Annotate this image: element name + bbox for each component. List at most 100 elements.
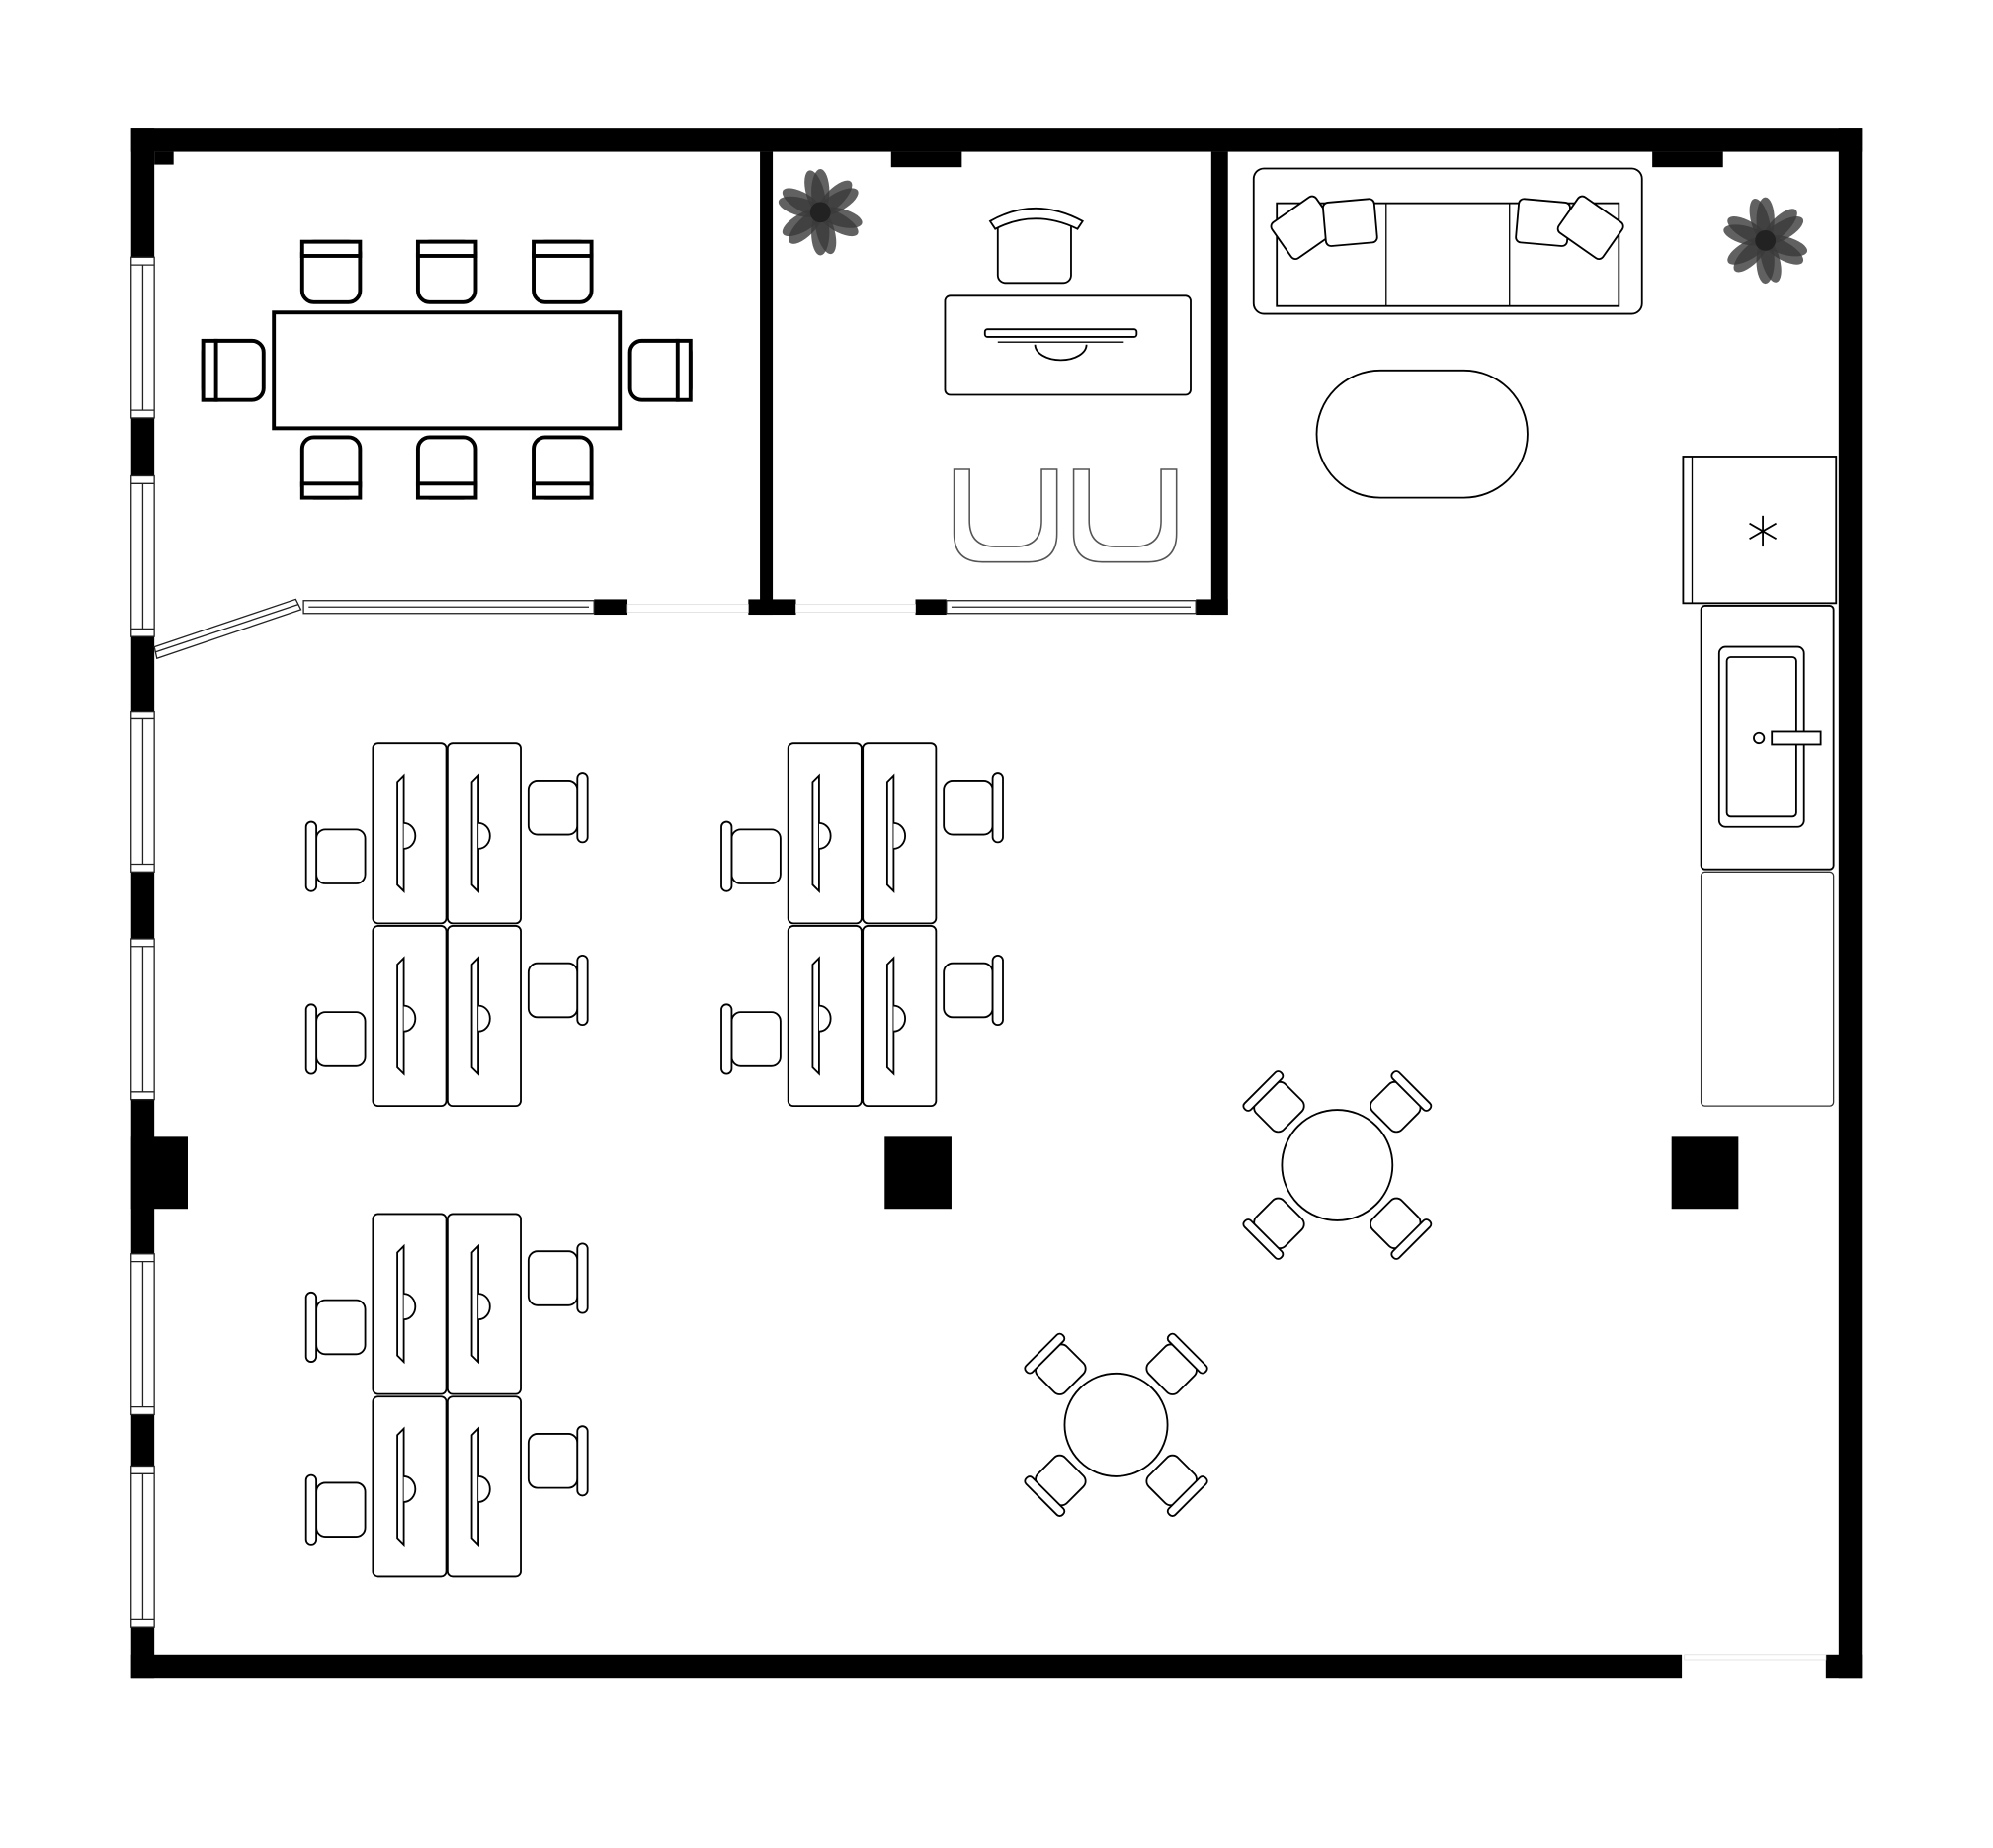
chair-icon — [304, 1003, 367, 1075]
workstation-desk — [372, 1395, 448, 1578]
chair-backrest — [720, 1003, 733, 1075]
chair-backrest — [532, 481, 594, 500]
door-opening — [795, 604, 916, 613]
chair-icon — [304, 1473, 367, 1546]
partition-wall — [1210, 151, 1228, 616]
chair-seat — [315, 828, 367, 884]
chair-backrest — [1166, 1332, 1208, 1375]
wall-stub — [594, 599, 628, 616]
counter — [1700, 871, 1835, 1107]
chair-backrest — [304, 1473, 318, 1546]
wall-notch — [890, 151, 962, 168]
chair-backrest — [1242, 1070, 1285, 1112]
monitor-icon — [470, 956, 479, 1076]
workstation-desk — [372, 1213, 448, 1395]
chair-backrest — [576, 1425, 589, 1497]
chair-backrest — [576, 954, 589, 1027]
chair-seat — [730, 828, 782, 884]
chair-icon — [1024, 1454, 1087, 1518]
lounge-kitchen — [1252, 167, 1838, 1107]
conference-room — [201, 239, 693, 500]
pillow — [1322, 198, 1378, 247]
chair-seat — [527, 779, 579, 836]
chair-icon — [415, 435, 478, 500]
round-table-set — [1242, 1070, 1433, 1260]
office-chair-seat — [996, 217, 1072, 285]
monitor-stand — [403, 1293, 417, 1321]
chair-backrest — [1242, 1218, 1285, 1260]
monitor-stand — [478, 821, 491, 850]
chair-icon — [201, 338, 266, 402]
monitor-stand — [403, 1474, 417, 1503]
chair-backrest — [991, 954, 1004, 1027]
conference-table — [272, 310, 623, 431]
workstation-desk — [372, 742, 448, 925]
plant-center — [1755, 229, 1777, 251]
plant-icon — [1723, 197, 1808, 285]
chair-backrest — [299, 239, 363, 258]
monitor-icon — [396, 1243, 405, 1365]
chair-icon — [627, 338, 693, 402]
wall-stub — [1196, 599, 1228, 616]
desk-cluster — [304, 742, 589, 1108]
chair-seat — [527, 962, 579, 1019]
chair-backrest — [532, 239, 594, 258]
desk-cluster — [720, 742, 1004, 1108]
monitor-icon — [885, 773, 895, 894]
column — [884, 1136, 952, 1210]
chair-backrest — [201, 338, 218, 402]
chair-backrest — [304, 1291, 318, 1364]
glass-pane — [155, 604, 299, 653]
monitor-icon — [396, 1426, 405, 1548]
private-office — [778, 169, 1192, 563]
monitor-stand — [893, 821, 907, 850]
wall-top — [130, 128, 1863, 152]
monitor-stand — [478, 1004, 491, 1033]
monitor-icon — [470, 1243, 479, 1365]
monitor-stand — [818, 821, 832, 850]
monitor-stand — [403, 821, 417, 850]
chair-backrest — [675, 338, 693, 402]
column — [130, 1136, 188, 1210]
chair-icon — [527, 772, 589, 844]
wall-corner — [154, 151, 174, 165]
chair-backrest — [576, 1242, 589, 1314]
monitor-icon — [983, 328, 1138, 338]
monitor-icon — [396, 956, 405, 1076]
sofa — [1252, 167, 1643, 315]
office-chair-back — [988, 208, 1084, 230]
chair-icon — [532, 435, 594, 500]
desk-cluster — [304, 1213, 589, 1578]
chair-seat — [943, 962, 994, 1019]
pillow — [1556, 195, 1624, 261]
chair-seat — [527, 1433, 579, 1489]
chair-backrest — [415, 481, 478, 500]
chair-backrest — [1166, 1475, 1208, 1518]
chair-icon — [720, 1003, 782, 1075]
glass-partition-diagonal — [153, 598, 302, 660]
chair-icon — [1242, 1197, 1305, 1260]
chair-icon — [532, 239, 594, 304]
chair-icon — [415, 239, 478, 304]
workstation-desk — [446, 925, 522, 1108]
monitor-icon — [396, 773, 405, 894]
workstation-desk — [446, 1213, 522, 1395]
chair-seat — [315, 1299, 367, 1356]
monitor-icon — [885, 956, 895, 1076]
chair-backrest — [991, 772, 1004, 844]
chair-backrest — [1390, 1070, 1433, 1112]
chair-icon — [1024, 1332, 1087, 1395]
chair-backrest — [720, 820, 733, 892]
wall-right — [1838, 128, 1863, 1679]
chair-backrest — [304, 1003, 318, 1075]
open-workspace — [304, 742, 1004, 1578]
wall-bottom — [130, 1654, 1683, 1679]
chair-icon — [1242, 1070, 1305, 1134]
chair-icon — [943, 772, 1004, 844]
chair-icon — [304, 1291, 367, 1364]
monitor-icon — [811, 956, 820, 1076]
chair-seat — [527, 1250, 579, 1306]
chair-icon — [1370, 1070, 1433, 1134]
chair-icon — [527, 1242, 589, 1314]
faucet — [1771, 730, 1822, 746]
